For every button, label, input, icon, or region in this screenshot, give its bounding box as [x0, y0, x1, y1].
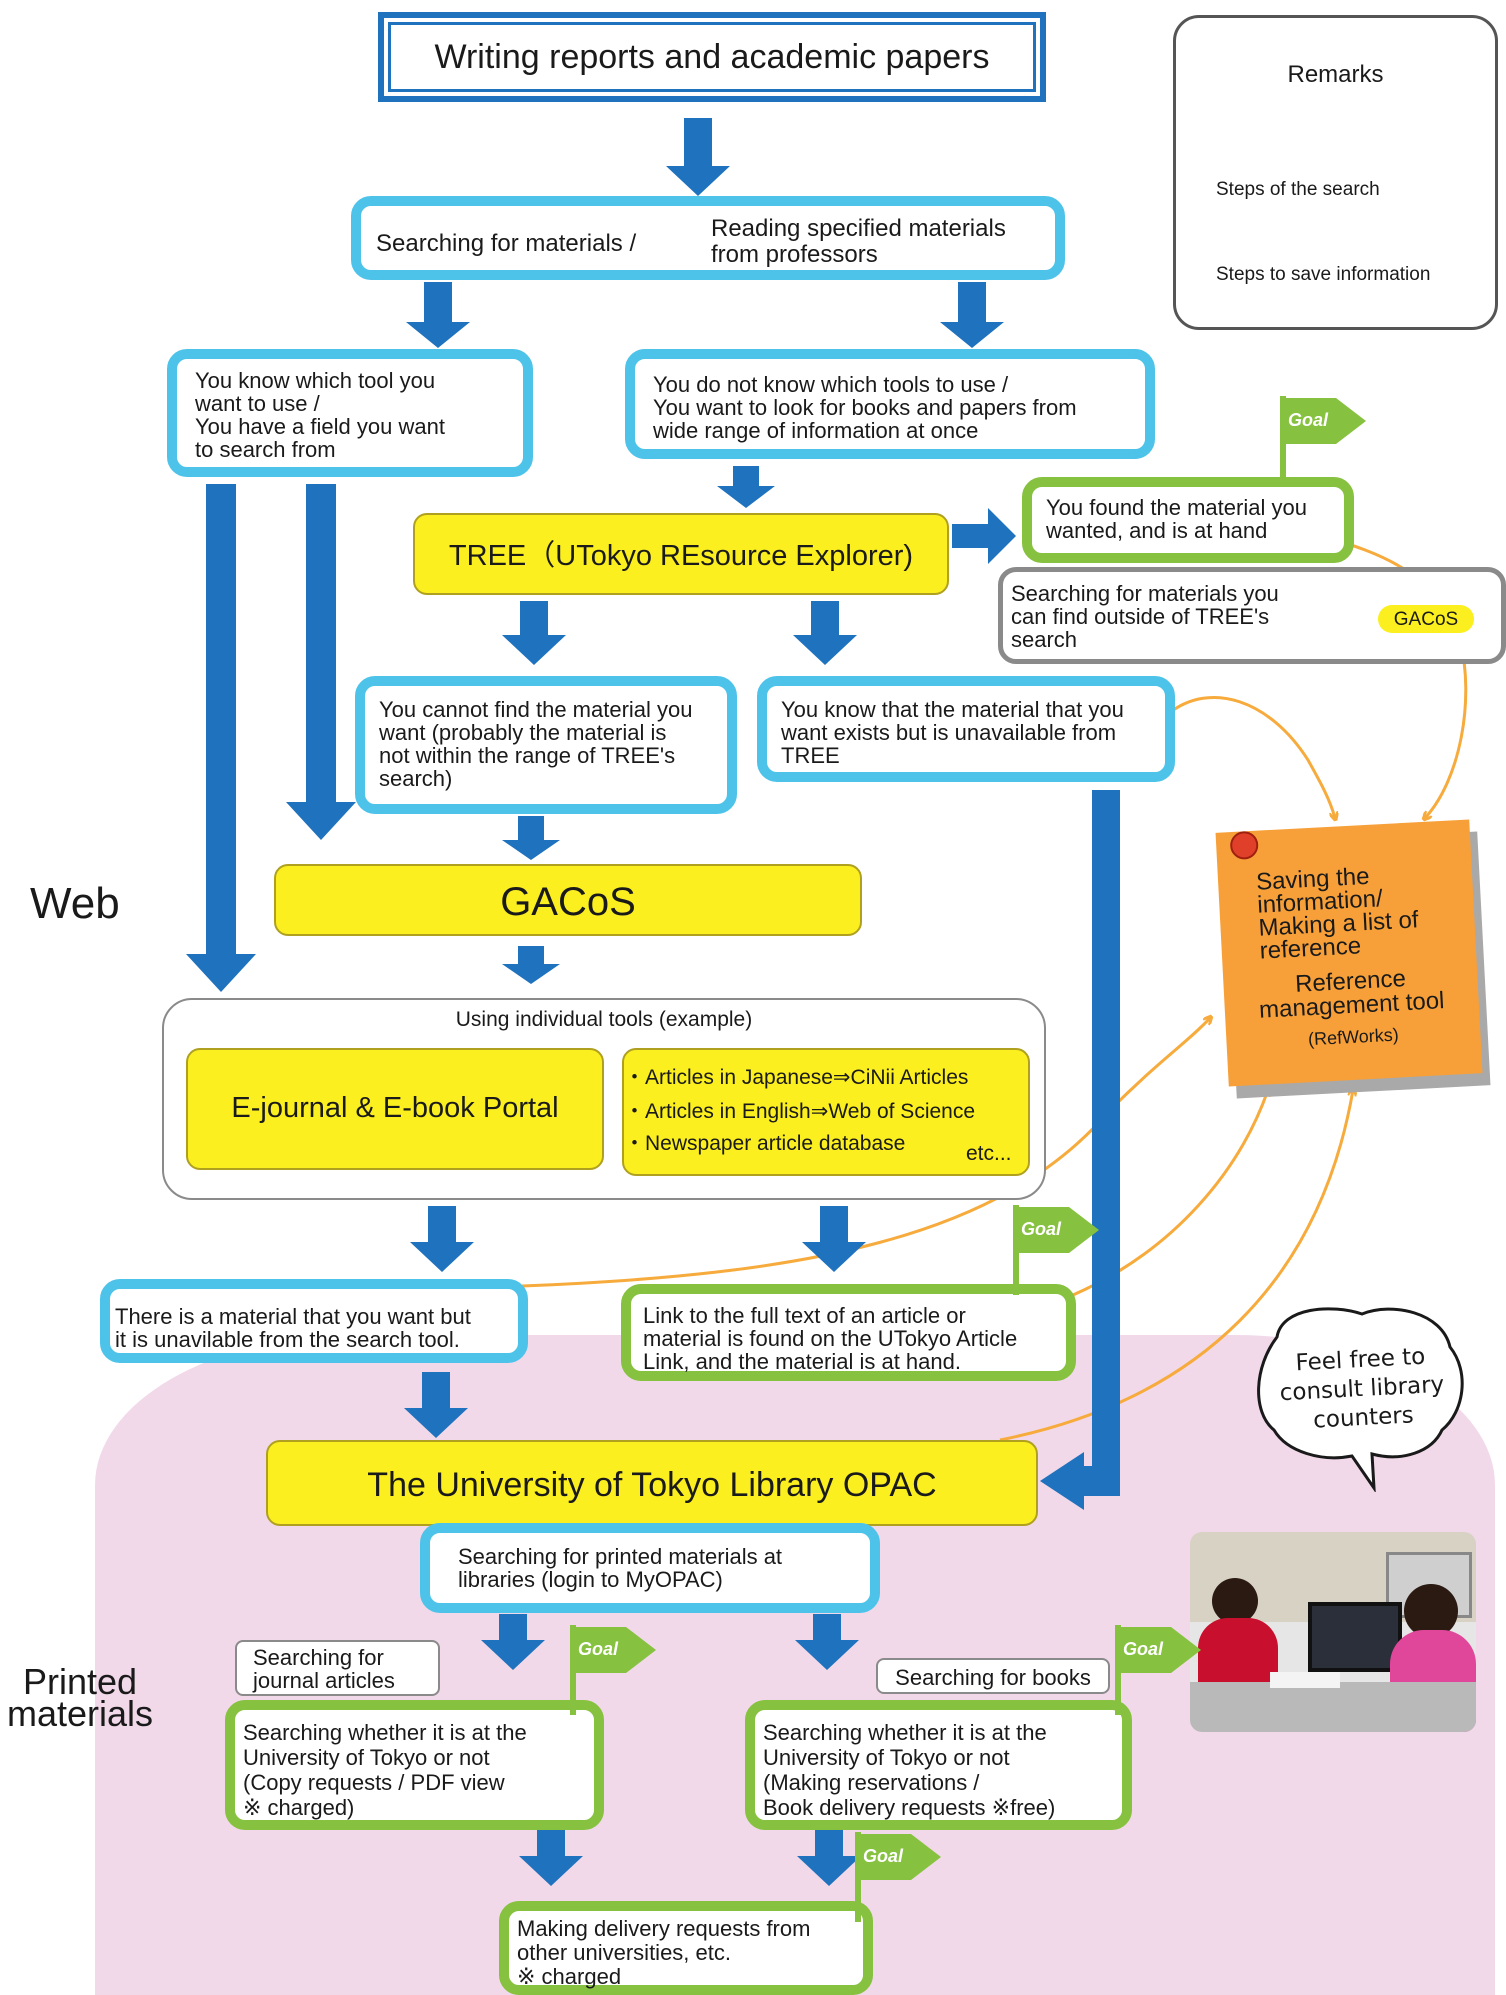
- arrow-down: [795, 1614, 859, 1670]
- save-curve-tree: [1167, 696, 1335, 818]
- etc-label: etc...: [966, 1142, 1012, 1165]
- gacos-label: GACoS: [500, 880, 636, 924]
- books-tag-text: Searching for books: [895, 1665, 1091, 1690]
- cannot-find-box: You cannot find the material you want (p…: [355, 676, 737, 814]
- tree-label: TREE（UTokyo REsource Explorer): [448, 540, 914, 572]
- found-at-hand-box: You found the material you wanted, and i…: [1022, 477, 1354, 563]
- tree-box: TREE（UTokyo REsource Explorer): [413, 513, 949, 595]
- web-label: Web: [30, 879, 120, 928]
- books-tag: Searching for books: [876, 1658, 1110, 1694]
- goal-flag: Goal: [1280, 396, 1370, 491]
- books-check-box: Searching whether it is at the Universit…: [745, 1700, 1132, 1830]
- reading-specified-text: Reading specified materials from profess…: [711, 215, 1006, 268]
- journal-check-text: Searching whether it is at the Universit…: [243, 1720, 527, 1820]
- reference-note: Saving the information/ Making a list of…: [1215, 819, 1483, 1087]
- know-exists-box: You know that the material that you want…: [757, 676, 1175, 782]
- pin-icon: [1229, 830, 1259, 861]
- dont-know-tool-box: You do not know which tools to use / You…: [625, 349, 1155, 459]
- consult-speech-bubble: [1257, 1307, 1464, 1492]
- ejournal-portal-box[interactable]: E-journal & E-book Portal: [186, 1048, 604, 1170]
- refworks-label: (RefWorks): [1307, 1024, 1400, 1050]
- journal-articles-tag-text: Searching for journal articles: [253, 1645, 395, 1693]
- arrow-down-long: [186, 484, 256, 992]
- saving-title: Saving the information/ Making a list of…: [1255, 862, 1420, 965]
- arrow-down: [666, 118, 730, 196]
- full-text-link-box: Link to the full text of an article or m…: [621, 1284, 1076, 1381]
- arrow-down: [519, 1830, 583, 1886]
- gacos-small-pill: GACoS: [1378, 605, 1474, 633]
- arrow-down: [406, 282, 470, 348]
- reference-tool-label: Reference management tool: [1258, 965, 1446, 1024]
- books-check-text: Searching whether it is at the Universit…: [763, 1720, 1056, 1820]
- goal-flag: Goal: [1115, 1625, 1205, 1720]
- full-text-link-text: Link to the full text of an article or m…: [643, 1303, 1018, 1374]
- outside-tree-box: Searching for materials you can find out…: [998, 567, 1506, 664]
- remarks-save-step: Steps to save information: [1216, 264, 1431, 285]
- remarks-legend: Remarks Steps of the search Steps to sav…: [1173, 15, 1498, 330]
- arrow-down: [802, 1206, 866, 1272]
- individual-tools-heading: Using individual tools (example): [455, 1008, 753, 1031]
- remarks-heading: Remarks: [1287, 61, 1384, 88]
- opac-box[interactable]: The University of Tokyo Library OPAC: [266, 1440, 1038, 1526]
- delivery-request-text: Making delivery requests from other univ…: [517, 1916, 811, 1989]
- know-exists-text: You know that the material that you want…: [781, 697, 1124, 768]
- gacos-box: GACoS: [274, 864, 862, 936]
- unavailable-tool-text: There is a material that you want but it…: [115, 1304, 471, 1352]
- printed-materials-label: Printed materials: [6, 1661, 154, 1734]
- database-item[interactable]: ・Articles in Japanese⇒CiNii Articles: [624, 1066, 969, 1089]
- consult-bubble-text: Feel free to consult library counters: [1279, 1343, 1445, 1434]
- delivery-request-box: Making delivery requests from other univ…: [499, 1901, 873, 1995]
- individual-tools-box: Using individual tools (example) E-journ…: [162, 998, 1046, 1200]
- searching-materials-text: Searching for materials /: [376, 230, 637, 257]
- gacos-small-label: GACoS: [1393, 609, 1459, 630]
- arrow-elbow-opac: [1040, 790, 1120, 1510]
- arrow-down: [404, 1372, 468, 1438]
- database-item[interactable]: ・Newspaper article database: [624, 1132, 906, 1155]
- goal-flag: Goal: [570, 1625, 660, 1720]
- opac-label: The University of Tokyo Library OPAC: [367, 1466, 937, 1504]
- know-tool-box: You know which tool you want to use / Yo…: [167, 349, 533, 477]
- page-title: Writing reports and academic papers: [434, 38, 990, 76]
- arrow-down: [502, 816, 560, 860]
- arrow-down: [940, 282, 1004, 348]
- arrow-down: [502, 946, 560, 984]
- arrow-down: [410, 1206, 474, 1272]
- outside-tree-text: Searching for materials you can find out…: [1011, 581, 1279, 652]
- searching-reading-box: Searching for materials / Reading specif…: [351, 196, 1065, 280]
- unavailable-tool-box: There is a material that you want but it…: [100, 1279, 528, 1363]
- arrow-down: [502, 601, 566, 665]
- found-at-hand-text: You found the material you wanted, and i…: [1046, 495, 1307, 543]
- journal-articles-tag: Searching for journal articles: [235, 1640, 440, 1696]
- printed-search-text: Searching for printed materials at libra…: [458, 1544, 783, 1592]
- arrow-down-long: [286, 484, 356, 840]
- cannot-find-text: You cannot find the material you want (p…: [379, 697, 693, 791]
- databases-box: ・Articles in Japanese⇒CiNii Articles ・Ar…: [622, 1048, 1030, 1176]
- database-item[interactable]: ・Articles in English⇒Web of Science: [624, 1100, 976, 1123]
- printed-search-box: Searching for printed materials at libra…: [420, 1523, 880, 1613]
- journal-check-box: Searching whether it is at the Universit…: [225, 1700, 604, 1830]
- arrow-down: [797, 1830, 861, 1886]
- save-curve-opac: [999, 1090, 1353, 1442]
- library-counter-photo: [1190, 1532, 1476, 1732]
- arrow-right: [952, 508, 1016, 564]
- remarks-search-step: Steps of the search: [1216, 179, 1380, 200]
- arrow-down: [481, 1614, 545, 1670]
- goal-flag: Goal: [855, 1832, 945, 1927]
- title-box: Writing reports and academic papers: [378, 12, 1046, 102]
- know-tool-text: You know which tool you want to use / Yo…: [195, 368, 445, 462]
- arrow-down: [793, 601, 857, 665]
- goal-flag: Goal: [1013, 1205, 1103, 1300]
- ejournal-portal-label: E-journal & E-book Portal: [231, 1092, 559, 1124]
- dont-know-tool-text: You do not know which tools to use / You…: [653, 372, 1077, 443]
- arrow-down: [717, 466, 775, 508]
